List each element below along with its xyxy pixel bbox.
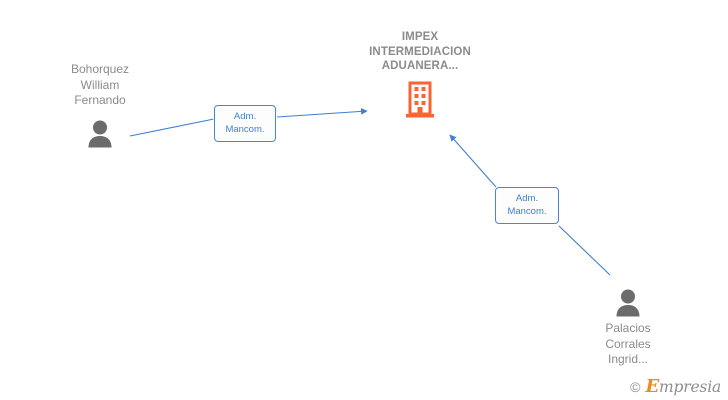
person-node-right[interactable]: Palacios Corrales Ingrid... — [553, 282, 703, 368]
person-right-icon-wrap — [553, 282, 703, 318]
brand-logo: Empresia — [646, 378, 722, 396]
person-left-name: Bohorquez William Fernando — [70, 62, 130, 107]
person-icon[interactable] — [86, 119, 114, 149]
copyright-icon: © — [630, 379, 641, 395]
company-title: IMPEX INTERMEDIACION ADUANERA... — [369, 31, 471, 72]
person-icon[interactable] — [614, 288, 642, 318]
edge-right-person-to-label — [558, 225, 611, 276]
person-left-icon-wrap — [25, 113, 175, 149]
edge-right-label-to-company — [449, 134, 497, 188]
relation-label-left[interactable]: Adm. Mancom. — [214, 105, 276, 142]
person-right-name: Palacios Corrales Ingrid... — [605, 321, 651, 366]
building-icon[interactable] — [404, 81, 436, 119]
company-icon-wrap — [340, 80, 500, 120]
brand-initial: E — [645, 376, 660, 397]
person-node-left[interactable]: Bohorquez William Fernando — [25, 62, 175, 149]
company-node[interactable]: IMPEX INTERMEDIACION ADUANERA... — [340, 30, 500, 120]
relation-label-right[interactable]: Adm. Mancom. — [495, 187, 559, 224]
brand-rest: mpresia — [659, 378, 721, 396]
watermark: © Empresia — [630, 378, 721, 396]
